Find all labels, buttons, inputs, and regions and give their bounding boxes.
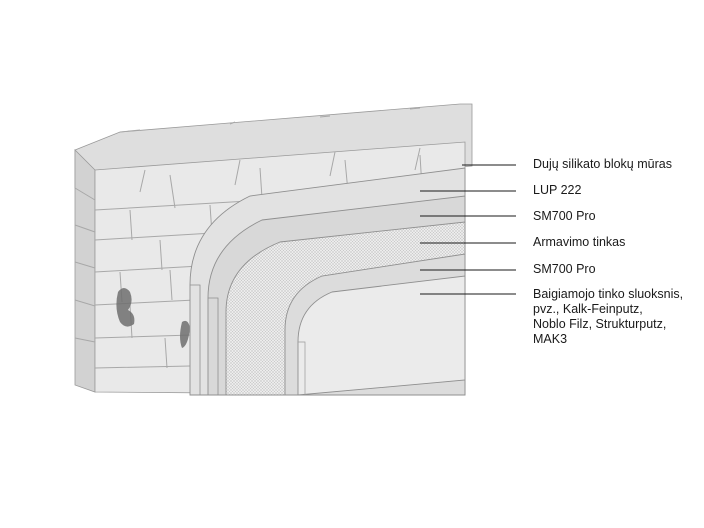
masonry-side-face [74,149,96,393]
label-reinforcing-mesh: Armavimo tinkas [533,235,626,249]
label-sm700-pro-top: SM700 Pro [533,262,596,276]
layer-finishing-render [297,275,466,396]
label-finishing-render: Baigiamojo tinko sluoksnis, pvz., Kalk-F… [533,287,684,346]
brick-joints [74,107,423,369]
mortar-patch [116,288,190,348]
leader-lines [420,164,516,295]
label-lup-222: LUP 222 [533,183,582,197]
label-sm700-pro-base: SM700 Pro [533,209,596,223]
label-masonry: Dujų silikato blokų mūras [533,157,672,171]
